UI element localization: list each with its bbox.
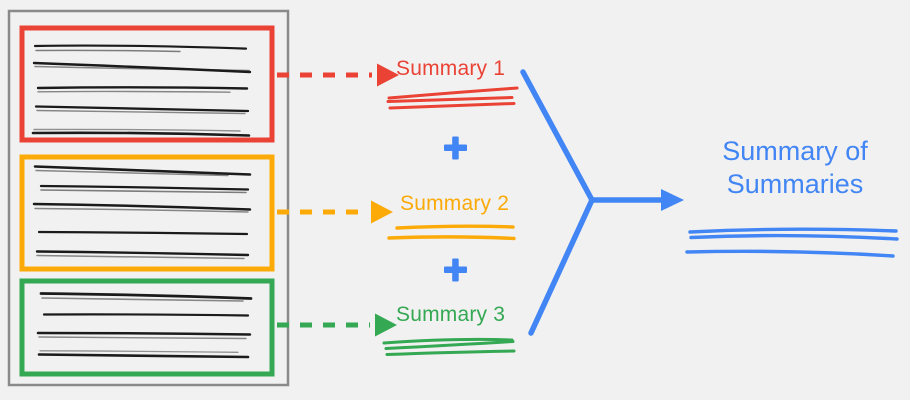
summary-3-scribble xyxy=(382,337,516,356)
chunk-red-text-lines xyxy=(31,44,252,137)
chunk-red-border xyxy=(19,25,275,143)
chunk-orange-border xyxy=(19,154,275,272)
final-summary-title: Summary of Summaries xyxy=(690,135,900,201)
document-chunk-red[interactable] xyxy=(19,25,275,143)
summary-3-label: Summary 3 xyxy=(396,303,506,326)
final-summary-title-line-2: Summaries xyxy=(726,168,864,199)
final-summary-title-line-1: Summary of xyxy=(722,136,868,166)
chunk-green-border xyxy=(19,278,275,377)
chunk-green-text-lines xyxy=(36,292,253,359)
plus-operator-2 xyxy=(444,258,467,282)
merge-branch-top xyxy=(520,69,595,203)
dashed-arrow-red xyxy=(277,63,399,87)
summary-1-scribble xyxy=(386,86,519,110)
summary-1-label: Summary 1 xyxy=(396,57,506,80)
source-document-frame xyxy=(7,9,290,387)
summary-2-label: Summary 2 xyxy=(400,192,510,215)
document-chunk-orange[interactable] xyxy=(19,154,275,272)
plus-operator-1 xyxy=(444,136,467,160)
dashed-arrow-orange-head xyxy=(371,200,393,224)
merge-branch-bottom xyxy=(528,197,595,336)
merge-connector xyxy=(520,69,684,336)
merge-arrow-head xyxy=(661,189,684,211)
dashed-arrow-green-head xyxy=(375,313,397,337)
document-chunk-green[interactable] xyxy=(19,278,275,377)
summary-2-scribble xyxy=(387,224,516,241)
chunk-orange-text-lines xyxy=(32,165,252,260)
dashed-arrow-red-head xyxy=(377,63,399,87)
dashed-arrow-green xyxy=(277,313,397,337)
plus-operator-2-vertical xyxy=(452,258,459,282)
final-summary-scribble xyxy=(685,227,899,258)
plus-operator-1-vertical xyxy=(452,136,459,160)
dashed-arrow-orange xyxy=(277,200,393,224)
